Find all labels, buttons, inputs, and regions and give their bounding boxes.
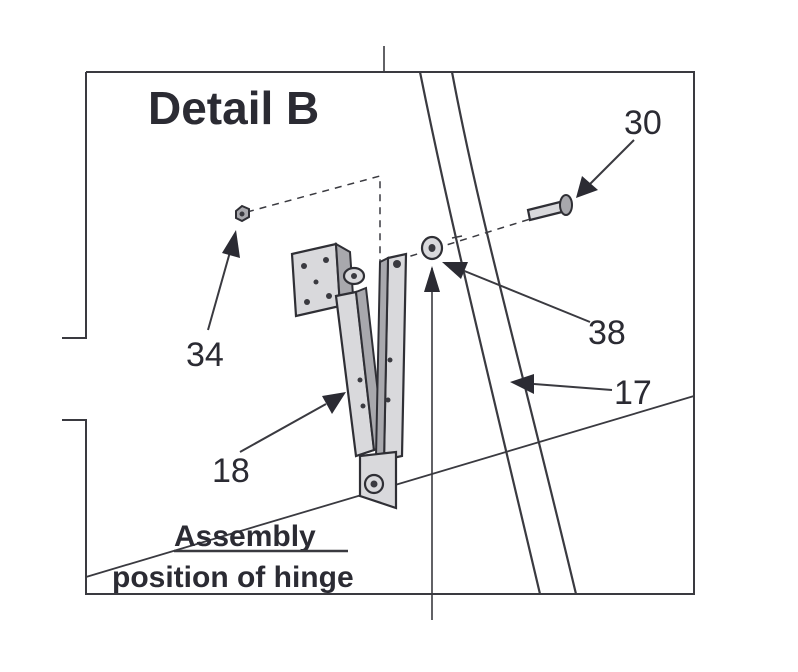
- caption-line-2: position of hinge: [112, 561, 354, 594]
- assembly-dashed-lines: [246, 175, 541, 270]
- bolt-icon: [526, 194, 573, 222]
- callout-38: 38: [588, 314, 626, 352]
- nut-icon: [235, 204, 250, 223]
- callout-arrows: [207, 139, 635, 453]
- page-title: Detail B: [148, 82, 319, 134]
- hinge-bracket: [290, 242, 408, 510]
- callout-34: 34: [186, 336, 224, 374]
- callout-17: 17: [614, 374, 652, 412]
- washer-icon: [420, 235, 463, 261]
- callout-18: 18: [212, 452, 250, 490]
- caption-line-1: Assembly: [174, 520, 316, 553]
- callout-30: 30: [624, 104, 662, 142]
- caption: Assembly position of hinge: [112, 520, 354, 594]
- detail-frame: [62, 46, 695, 595]
